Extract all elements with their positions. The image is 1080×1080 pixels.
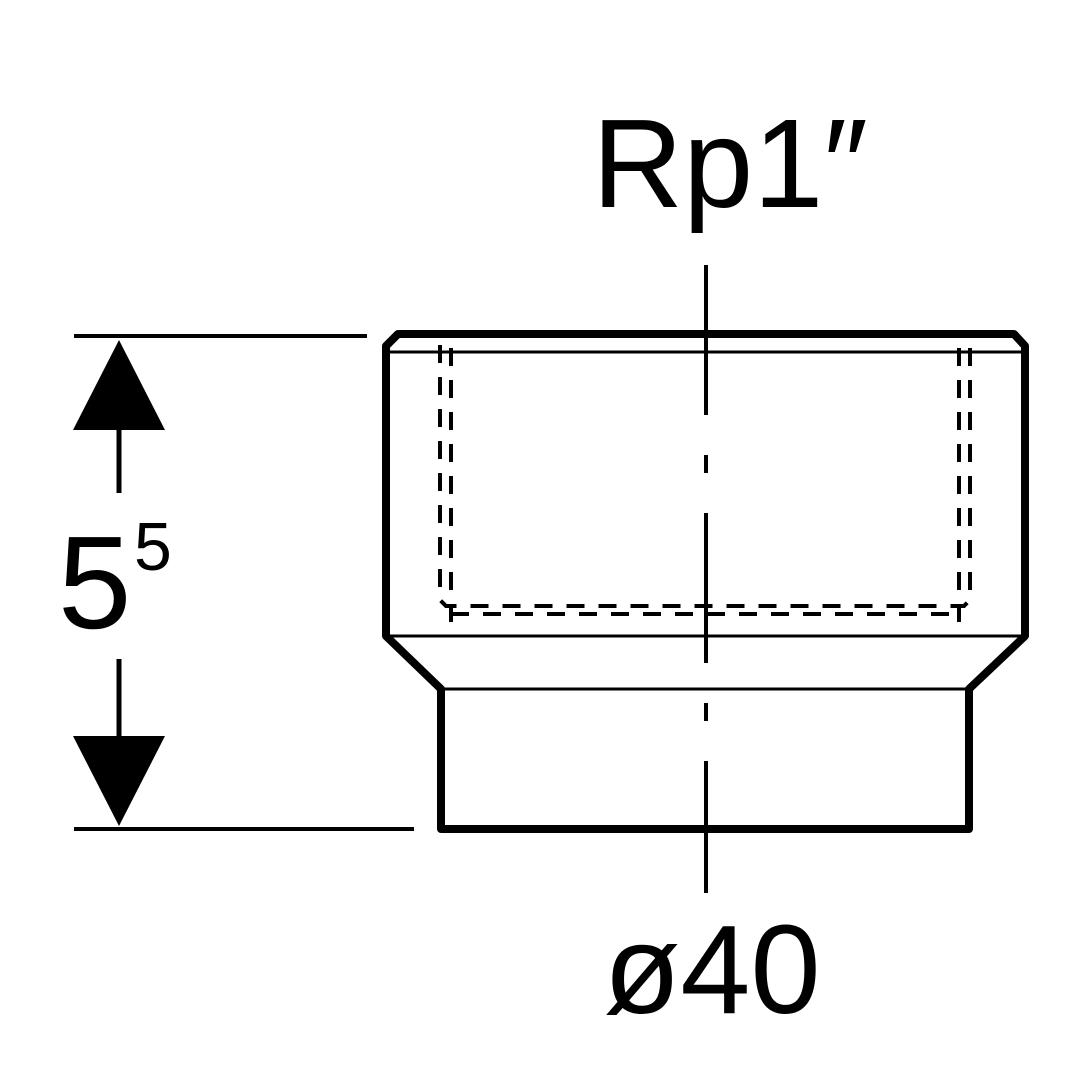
- height-dimension-label: 5: [58, 509, 131, 656]
- diameter-label: ø40: [603, 899, 820, 1040]
- height-dimension-superscript: 5: [134, 509, 172, 585]
- taper-right: [965, 632, 1029, 693]
- hidden-thread-lines: [438, 345, 972, 628]
- upper-body-outline: [382, 330, 1029, 636]
- spigot-outline: [437, 689, 973, 833]
- arrow-up-icon: [73, 340, 165, 430]
- taper-left: [382, 632, 445, 693]
- thread-size-label: Rp1″: [592, 93, 868, 234]
- arrow-down-icon: [73, 736, 165, 826]
